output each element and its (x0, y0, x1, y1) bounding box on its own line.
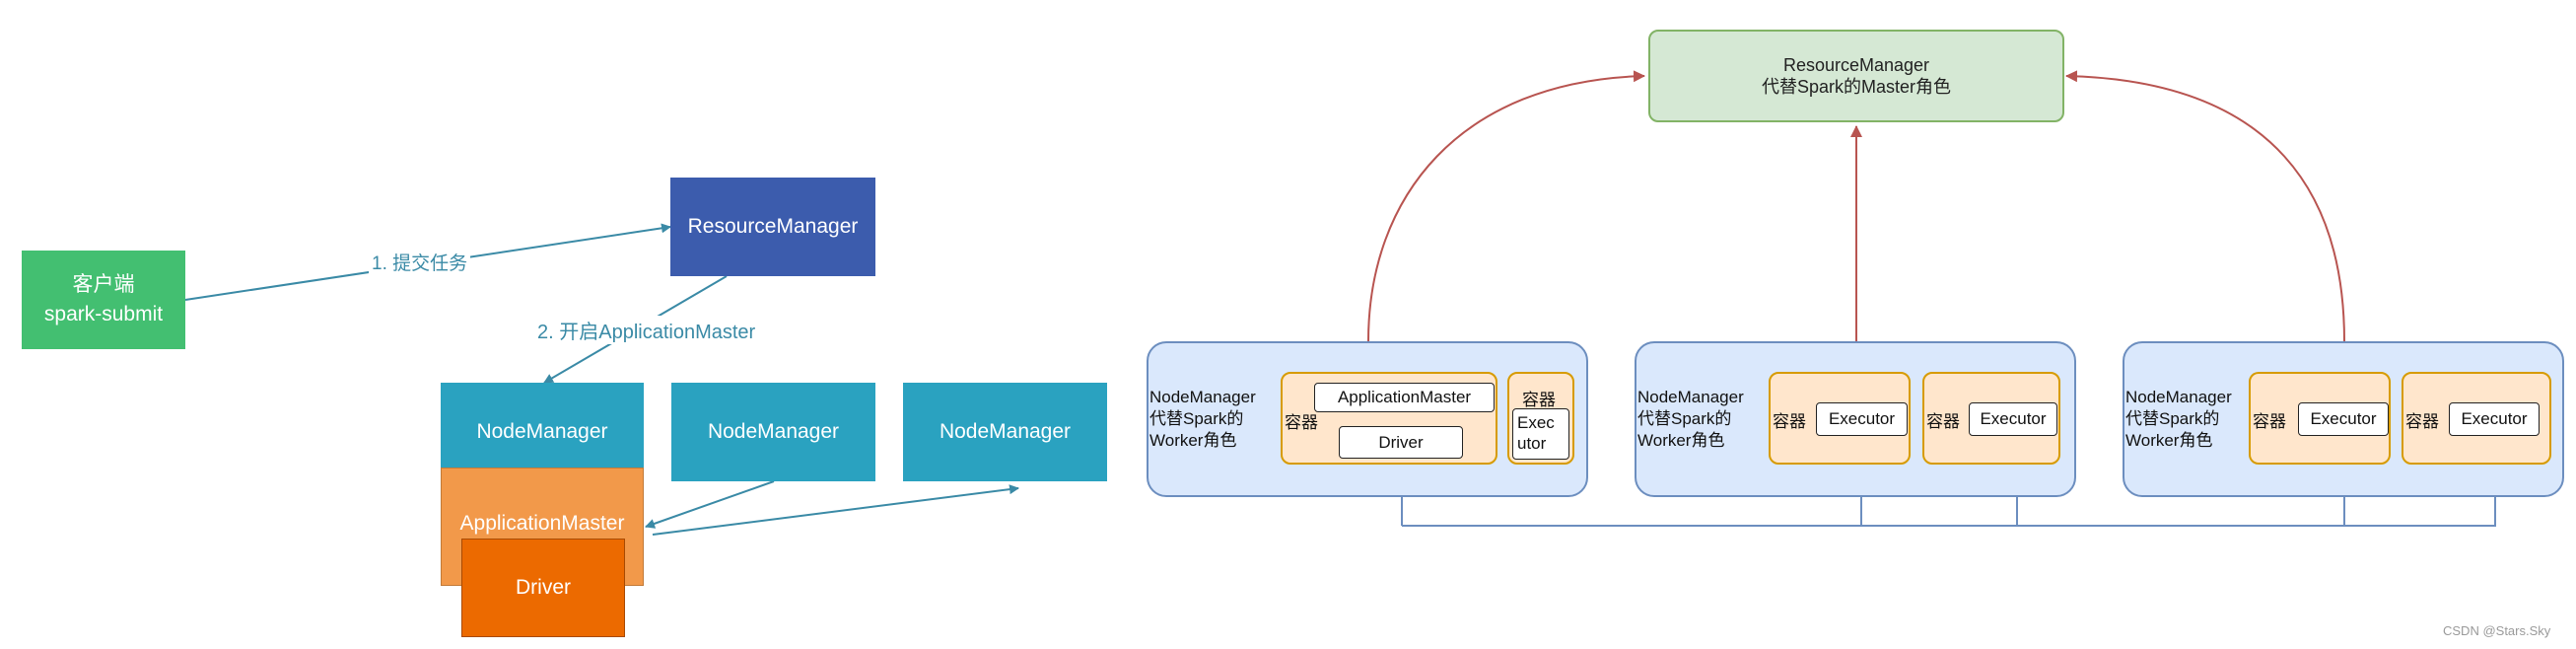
node3-executor-b: Executor (2449, 402, 2540, 436)
node3-container-b-label: 容器 (2405, 412, 2439, 431)
node1-label-line2: 代替Spark的 (1149, 409, 1244, 428)
driver-box: Driver (461, 539, 625, 637)
node1-label-line3: Worker角色 (1149, 431, 1237, 450)
node1-application-master: ApplicationMaster (1314, 383, 1495, 412)
application-master-label: ApplicationMaster (459, 512, 625, 535)
client-label: 客户端 (72, 273, 135, 296)
node-manager-label: NodeManager (707, 420, 840, 443)
node3-label: NodeManager 代替Spark的 Worker角色 (2125, 387, 2232, 452)
client-command: spark-submit (43, 303, 164, 325)
node1-executor: Exec utor (1512, 408, 1569, 460)
rm-master-box: ResourceManager 代替Spark的Master角色 (1648, 30, 2064, 122)
node2-container-b-label: 容器 (1926, 412, 1960, 431)
node2-executor-b: Executor (1969, 402, 2057, 436)
node1-label-line1: NodeManager (1149, 388, 1256, 406)
node-manager-label: NodeManager (939, 420, 1072, 443)
node-manager-label: NodeManager (476, 420, 608, 443)
node3-label-line3: Worker角色 (2125, 431, 2213, 450)
node1-container-a-label: 容器 (1285, 413, 1318, 432)
node2-executor-a: Executor (1816, 402, 1908, 436)
resource-manager-box: ResourceManager (670, 178, 875, 276)
resource-manager-label: ResourceManager (687, 215, 859, 238)
node-manager-box-2: NodeManager (671, 383, 875, 481)
node1-driver: Driver (1339, 426, 1463, 459)
step2-label: 2. 开启ApplicationMaster (534, 316, 759, 344)
node3-label-line2: 代替Spark的 (2125, 409, 2220, 428)
node2-label-line2: 代替Spark的 (1637, 409, 1732, 428)
arrow-node3-to-rm (2065, 70, 2345, 342)
node3-executor-a: Executor (2298, 402, 2389, 436)
rm-master-subtitle: 代替Spark的Master角色 (1761, 77, 1952, 97)
node3-container-a-label: 容器 (2253, 412, 2286, 431)
node2-label-line3: Worker角色 (1637, 431, 1725, 450)
node1-container-b-label: 容器 (1522, 391, 1556, 409)
arrow-node1-to-rm (1367, 70, 1645, 342)
arrow-nm2-to-am (645, 480, 775, 529)
client-box: 客户端 spark-submit (22, 251, 185, 349)
node2-label-line1: NodeManager (1637, 388, 1744, 406)
node2-label: NodeManager 代替Spark的 Worker角色 (1637, 387, 1744, 452)
driver-label: Driver (516, 576, 571, 599)
node-manager-box-3: NodeManager (903, 383, 1107, 481)
node3-label-line1: NodeManager (2125, 388, 2232, 406)
node1-label: NodeManager 代替Spark的 Worker角色 (1149, 387, 1256, 452)
step1-label: 1. 提交任务 (369, 249, 471, 275)
node-manager-box-1: NodeManager (441, 383, 644, 481)
arrow-am-to-nm3 (652, 484, 1019, 536)
rm-master-title: ResourceManager (1782, 55, 1930, 75)
node2-container-a-label: 容器 (1773, 412, 1806, 431)
watermark: CSDN @Stars.Sky (2443, 623, 2551, 638)
